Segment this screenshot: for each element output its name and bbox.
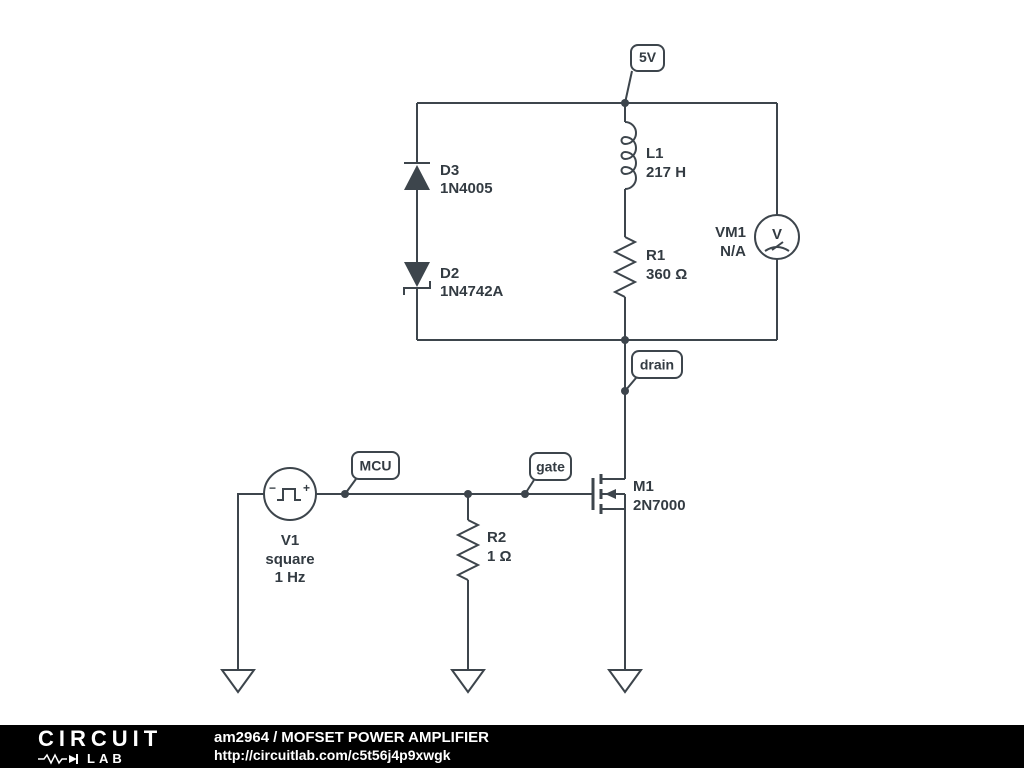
vm1-meter-letter: V [772,226,782,243]
d3-triangle [404,165,430,190]
mcu-flag-label: MCU [360,458,392,474]
footer-meta: am2964/MOFSET POWER AMPLIFIER http://cir… [214,729,489,764]
m1-value-label: 2N7000 [633,497,686,514]
d3-value-label: 1N4005 [440,180,493,197]
d2-triangle [404,262,430,287]
junction-dot-gate [521,490,529,498]
v1-minus-sign: − [269,481,276,495]
circuit-schematic: 5V D3 1N4005 D2 1N4742A L1 217 H R1 360 … [220,44,800,694]
resistor-diode-icon [38,752,78,765]
junction-dot-bottom [621,336,629,344]
junction-dot-top [621,99,629,107]
ground-symbol-v1 [220,669,256,694]
resistor-r2-symbol [455,494,481,670]
logo-lab-text: LAB [87,751,126,766]
gate-node-flag: gate [524,452,572,495]
l1-name-label: L1 [646,145,664,162]
junction-dot-drain [621,387,629,395]
drain-node-flag: drain [624,350,683,392]
schematic-title: MOFSET POWER AMPLIFIER [281,729,490,747]
r2-zigzag [455,519,481,581]
schematic-url: http://circuitlab.com/c5t56j4p9xwgk [214,747,451,764]
l1-coil [620,121,637,190]
flag-box [351,451,400,480]
circuitlab-logo: CIRCUIT LAB [38,728,190,765]
diode-d2-symbol [403,262,431,340]
power-node-flag: 5V [624,44,665,104]
v1-value2-label: 1 Hz [275,569,306,586]
mcu-node-flag: MCU [344,451,400,495]
vm1-value-label: N/A [720,243,746,260]
inductor-l1-symbol [620,103,637,237]
ground-symbol-m1 [607,669,643,694]
r2-name-label: R2 [487,529,506,546]
resistor-r1-symbol [612,236,638,340]
vm1-meter-needle [771,241,784,251]
m1-body-arrow [605,489,616,499]
footer-title-line: am2964/MOFSET POWER AMPLIFIER [214,729,489,747]
ground-symbol-r2 [450,669,486,694]
mosfet-m1-symbol [591,474,626,670]
junction-dot-mcu [341,490,349,498]
footer-bar: CIRCUIT LAB am2964/MOFSET POWER AMPLIFIE… [0,725,1024,768]
logo-circuit-text: CIRCUIT [38,726,163,751]
voltmeter-vm1-symbol: V [754,103,800,340]
r1-value-label: 360 Ω [646,266,687,283]
drain-flag-label: drain [640,357,674,373]
voltage-source-v1-symbol: + − [237,467,593,670]
author-name: am2964 [214,729,270,747]
r1-name-label: R1 [646,247,665,264]
vm1-name-label: VM1 [715,224,746,241]
d2-name-label: D2 [440,265,459,282]
d3-name-label: D3 [440,162,459,179]
v1-plus-sign: + [303,481,310,495]
flag-box [630,44,665,72]
r1-zigzag [612,236,638,298]
flag-pointer [624,70,633,104]
flag-box [529,452,572,481]
m1-name-label: M1 [633,478,654,495]
junction-dot-r2 [464,490,472,498]
diode-d3-symbol [404,103,430,262]
title-separator: / [273,729,278,747]
v1-squarewave-icon [277,488,301,501]
v1-name-label: V1 [281,532,299,549]
d2-value-label: 1N4742A [440,283,504,300]
flag-box [631,350,683,379]
r2-value-label: 1 Ω [487,548,512,565]
v1-value1-label: square [265,551,314,568]
power-flag-label: 5V [639,49,657,65]
gate-flag-label: gate [536,459,565,475]
l1-value-label: 217 H [646,164,686,181]
